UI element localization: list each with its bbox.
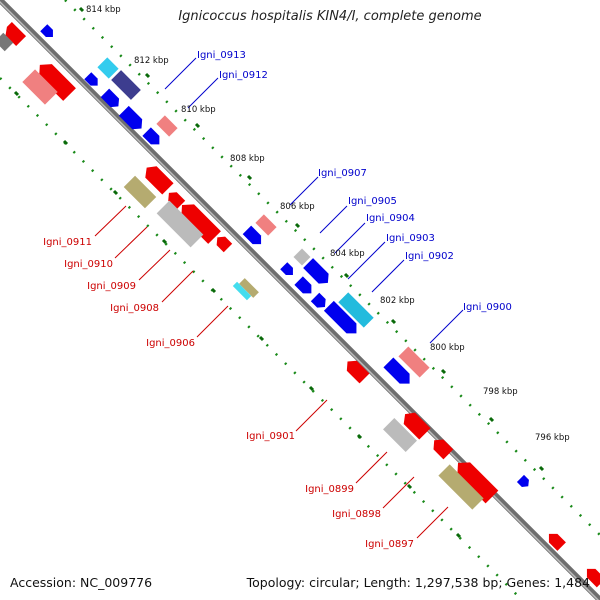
scale-tick-inner-e	[210, 287, 217, 294]
gene-arrow[interactable]	[33, 58, 76, 101]
gene-arrow[interactable]	[399, 408, 431, 440]
scale-label: 814 kbp	[86, 5, 121, 15]
scale-label: 808 kbp	[230, 154, 265, 164]
gene-arrow[interactable]	[84, 72, 101, 89]
gene-arrow[interactable]	[343, 357, 370, 384]
scale-tick-804	[343, 272, 350, 279]
scale-tick-inner-h	[356, 433, 363, 440]
scale-label: 796 kbp	[535, 433, 570, 443]
gene-arrow[interactable]	[516, 474, 532, 490]
map-title: Ignicoccus hospitalis KIN4/I, complete g…	[178, 9, 482, 24]
scale-label: 798 kbp	[483, 387, 518, 397]
gene-arrow[interactable]	[118, 105, 147, 134]
gene-arrow[interactable]	[242, 225, 266, 249]
gene-label[interactable]: Igni_0909	[87, 281, 136, 292]
gene-label[interactable]: Igni_0905	[348, 196, 397, 207]
gene-arrow-olive[interactable]	[123, 175, 157, 209]
gene-arrow-cyan[interactable]	[232, 281, 252, 301]
scale-tick-800	[440, 368, 447, 375]
gene-arrow-olive[interactable]	[239, 278, 259, 298]
scale-tick-802	[390, 318, 397, 325]
scale-label: 812 kbp	[134, 56, 169, 66]
genome-summary-text: Topology: circular; Length: 1,297,538 bp…	[246, 575, 590, 590]
scale-label: 802 kbp	[380, 296, 415, 306]
gene-label[interactable]: Igni_0906	[146, 338, 195, 349]
gene-label[interactable]: Igni_0912	[219, 70, 268, 81]
gene-label[interactable]: Igni_0911	[43, 237, 92, 248]
gene-arrow-navy[interactable]	[111, 70, 141, 100]
reverse-gene-labels: Igni_0911 Igni_0910 Igni_0909 Igni_0908 …	[43, 237, 414, 550]
gene-arrow-gray[interactable]	[383, 418, 417, 452]
scale-tick-inner-c	[112, 189, 119, 196]
gene-arrow[interactable]	[40, 24, 56, 40]
scale-label: 806 kbp	[280, 202, 315, 212]
gene-arrow-cyan[interactable]	[97, 57, 119, 79]
gene-arrow[interactable]	[100, 88, 123, 111]
forward-gene-labels: Igni_0913 Igni_0912 Igni_0907 Igni_0905 …	[197, 50, 512, 313]
gene-arrow[interactable]	[452, 457, 499, 504]
gene-arrow[interactable]	[294, 276, 315, 297]
scale-tick-inner-b	[62, 139, 69, 146]
gene-arrow-cyan[interactable]	[338, 292, 374, 328]
gene-arrow-gray[interactable]	[0, 32, 14, 52]
gene-arrow-pink[interactable]	[22, 69, 58, 105]
scale-tick-806	[294, 222, 301, 229]
gene-label[interactable]: Igni_0902	[405, 251, 454, 262]
gene-label[interactable]: Igni_0898	[332, 509, 381, 520]
gene-arrow[interactable]	[280, 262, 296, 278]
forward-genes	[40, 24, 532, 490]
scale-tick-810	[194, 122, 201, 129]
gene-arrow-pink[interactable]	[156, 115, 178, 137]
forward-leader-lines	[164, 57, 464, 344]
gene-arrow[interactable]	[2, 21, 27, 47]
gene-arrow[interactable]	[383, 357, 414, 388]
gene-label[interactable]: Igni_0910	[64, 259, 113, 270]
scale-line-outer	[64, 0, 600, 536]
scale-tick-798	[488, 416, 495, 423]
gene-label[interactable]: Igni_0897	[365, 539, 414, 550]
scale-tick-inner-a	[13, 90, 20, 97]
scale-tick-796	[538, 465, 545, 472]
gene-arrow[interactable]	[429, 435, 454, 460]
gene-label[interactable]: Igni_0901	[246, 431, 295, 442]
scale-ticks	[13, 6, 545, 539]
scale-tick-inner-f	[258, 335, 265, 342]
gene-arrow[interactable]	[323, 300, 361, 338]
scale-label: 800 kbp	[430, 343, 465, 353]
scale-tick-808	[246, 174, 253, 181]
gene-arrow[interactable]	[303, 258, 333, 288]
gene-arrow[interactable]	[141, 162, 174, 195]
reverse-leader-lines	[94, 205, 449, 539]
accession-text: Accession: NC_009776	[10, 575, 153, 590]
gene-arrow[interactable]	[583, 565, 600, 588]
scale-label: 810 kbp	[181, 105, 216, 115]
scale-tick-814	[78, 6, 85, 13]
gene-label[interactable]: Igni_0907	[318, 168, 367, 179]
gene-arrow[interactable]	[213, 233, 233, 253]
gene-arrow-gray[interactable]	[156, 200, 204, 248]
gene-label[interactable]: Igni_0903	[386, 233, 435, 244]
gene-arrow-gray[interactable]	[293, 248, 311, 266]
scale-tick-inner-d	[161, 238, 168, 245]
gene-arrow-pink[interactable]	[398, 346, 430, 378]
scale-tick-inner-i	[406, 483, 413, 490]
gene-label[interactable]: Igni_0904	[366, 213, 415, 224]
gene-label[interactable]: Igni_0913	[197, 50, 246, 61]
reverse-genes	[0, 21, 600, 588]
scale-label: 804 kbp	[330, 249, 365, 259]
scale-tick-inner-j	[455, 532, 462, 539]
scale-tick-812	[144, 72, 151, 79]
gene-arrow-pink[interactable]	[255, 214, 277, 236]
gene-arrow[interactable]	[310, 292, 329, 311]
gene-label[interactable]: Igni_0900	[463, 302, 512, 313]
gene-arrow[interactable]	[176, 199, 221, 244]
scale-tick-inner-g	[308, 385, 315, 392]
scale-labels: 814 kbp 812 kbp 810 kbp 808 kbp 806 kbp …	[86, 5, 570, 443]
gene-label[interactable]: Igni_0899	[305, 484, 354, 495]
gene-arrow-olive[interactable]	[438, 464, 484, 510]
gene-label[interactable]: Igni_0908	[110, 303, 159, 314]
